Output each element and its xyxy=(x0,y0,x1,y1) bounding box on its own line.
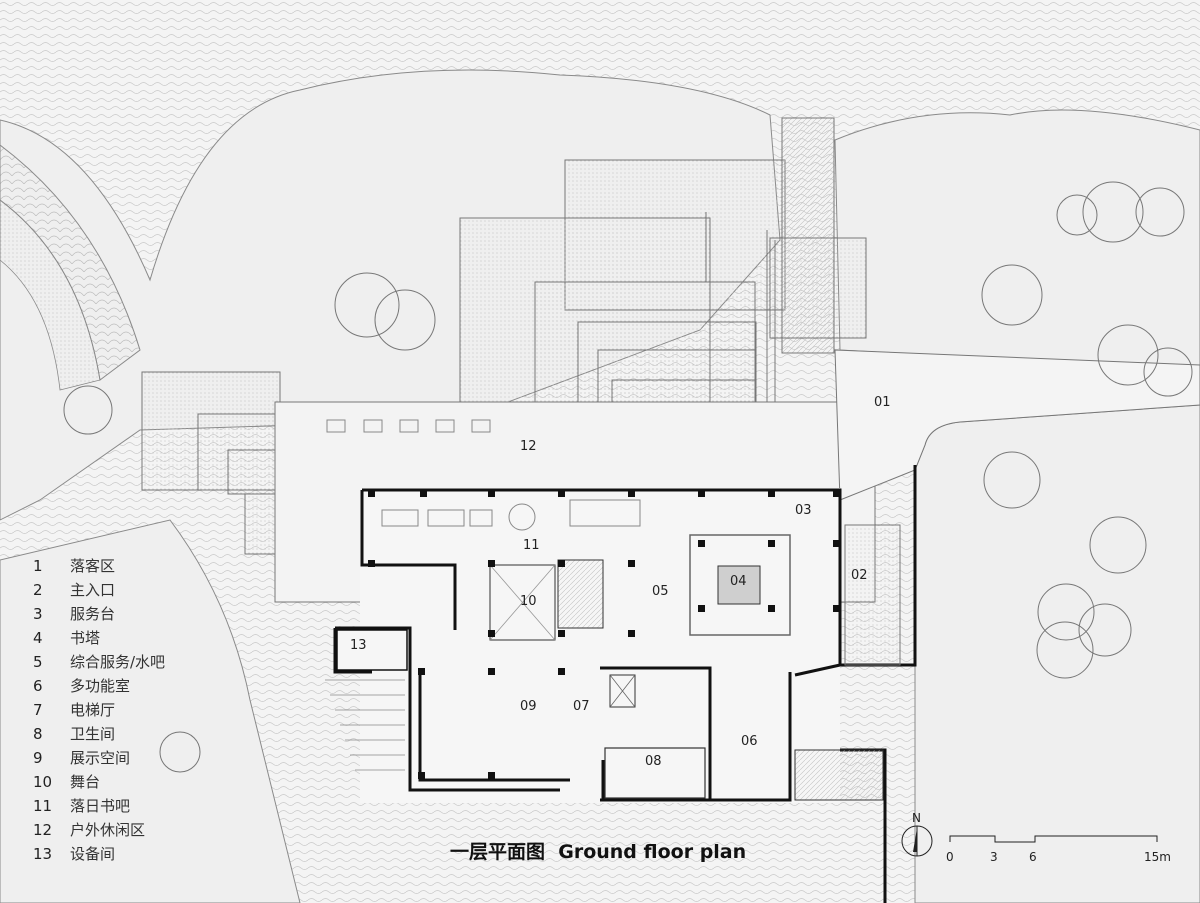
legend-item: 7 电梯厅 xyxy=(33,701,115,719)
entrance-canopy xyxy=(844,524,901,666)
scale-tick-15m: 15m xyxy=(1144,850,1171,864)
scale-tick-3: 3 xyxy=(990,850,998,864)
landscape-curved-bed-inner xyxy=(0,199,101,391)
legend-text: 落客区 xyxy=(70,557,115,575)
legend-item: 12 户外休闲区 xyxy=(33,821,145,839)
legend-text: 书塔 xyxy=(70,629,100,647)
legend-item: 6 多功能室 xyxy=(33,677,130,695)
room-label-02: 02 xyxy=(851,568,868,583)
legend-number: 13 xyxy=(33,845,52,863)
scale-tick-0: 0 xyxy=(946,850,954,864)
toilet-block xyxy=(604,747,706,799)
room-label-07: 07 xyxy=(573,699,590,714)
room-label-11: 11 xyxy=(523,538,540,553)
room-label-10: 10 xyxy=(520,594,537,609)
room-label-05: 05 xyxy=(652,584,669,599)
legend-number: 4 xyxy=(33,629,43,647)
legend-item: 2 主入口 xyxy=(33,581,115,599)
equipment-room xyxy=(336,629,408,671)
trees xyxy=(63,181,1193,773)
legend-text: 卫生间 xyxy=(70,725,115,743)
legend-number: 8 xyxy=(33,725,43,743)
legend-item: 13 设备间 xyxy=(33,845,115,863)
room-label-01: 01 xyxy=(874,395,891,410)
elevator-cross xyxy=(609,674,636,708)
legend-number: 2 xyxy=(33,581,43,599)
legend-text: 户外休闲区 xyxy=(70,821,145,839)
legend-text: 落日书吧 xyxy=(70,797,130,815)
entrance-road xyxy=(834,349,1200,501)
columns xyxy=(368,490,840,779)
legend-item: 9 展示空间 xyxy=(33,749,130,767)
room-label-13: 13 xyxy=(350,638,367,653)
legend-number: 3 xyxy=(33,605,43,623)
legend-text: 展示空间 xyxy=(70,749,130,767)
legend-text: 综合服务/水吧 xyxy=(70,653,165,671)
legend: 1 落客区 2 主入口 3 服务台 4 书塔 5 综合服务/水吧 6 多功能室 … xyxy=(33,557,165,863)
room-label-08: 08 xyxy=(645,754,662,769)
room-label-06: 06 xyxy=(741,734,758,749)
legend-item: 4 书塔 xyxy=(33,629,100,647)
elevator-shaft xyxy=(609,674,636,708)
book-tower-core xyxy=(717,565,761,605)
stage-diagonals xyxy=(489,564,556,641)
plan-title: 一层平面图 Ground floor plan xyxy=(450,841,746,863)
legend-item: 8 卫生间 xyxy=(33,725,115,743)
legend-text: 服务台 xyxy=(70,605,115,623)
service-room xyxy=(794,749,884,801)
legend-item: 3 服务台 xyxy=(33,605,115,623)
legend-text: 多功能室 xyxy=(70,677,130,695)
book-tower-frame xyxy=(689,534,791,636)
legend-item: 10 舞台 xyxy=(33,773,100,791)
legend-number: 7 xyxy=(33,701,43,719)
reading-tables xyxy=(381,499,641,531)
scale-tick-6: 6 xyxy=(1029,850,1037,864)
landscape-mound-right xyxy=(834,109,1200,371)
landscape-lawn-left-lower xyxy=(0,519,301,903)
room-label-09: 09 xyxy=(520,699,537,714)
legend-item: 5 综合服务/水吧 xyxy=(33,653,165,671)
legend-number: 10 xyxy=(33,773,52,791)
room-label-03: 03 xyxy=(795,503,812,518)
room-label-04: 04 xyxy=(730,574,747,589)
legend-text: 设备间 xyxy=(70,845,115,863)
legend-number: 11 xyxy=(33,797,52,815)
stage-box xyxy=(489,564,556,641)
scale-bar xyxy=(949,835,1158,843)
legend-text: 主入口 xyxy=(70,581,115,599)
legend-item: 1 落客区 xyxy=(33,557,115,575)
legend-number: 12 xyxy=(33,821,52,839)
deck-tables xyxy=(326,419,491,433)
legend-number: 1 xyxy=(33,557,43,575)
legend-text: 舞台 xyxy=(70,773,100,791)
external-stairs xyxy=(325,679,405,771)
legend-number: 9 xyxy=(33,749,43,767)
legend-text: 电梯厅 xyxy=(70,701,115,719)
north-arrow: N xyxy=(901,811,933,857)
landscape-lawn-right-lower xyxy=(914,404,1200,903)
north-label: N xyxy=(912,811,921,825)
building-floor xyxy=(360,488,840,803)
legend-number: 5 xyxy=(33,653,43,671)
legend-number: 6 xyxy=(33,677,43,695)
stairs-block xyxy=(557,559,604,629)
room-label-12: 12 xyxy=(520,439,537,454)
legend-item: 11 落日书吧 xyxy=(33,797,130,815)
